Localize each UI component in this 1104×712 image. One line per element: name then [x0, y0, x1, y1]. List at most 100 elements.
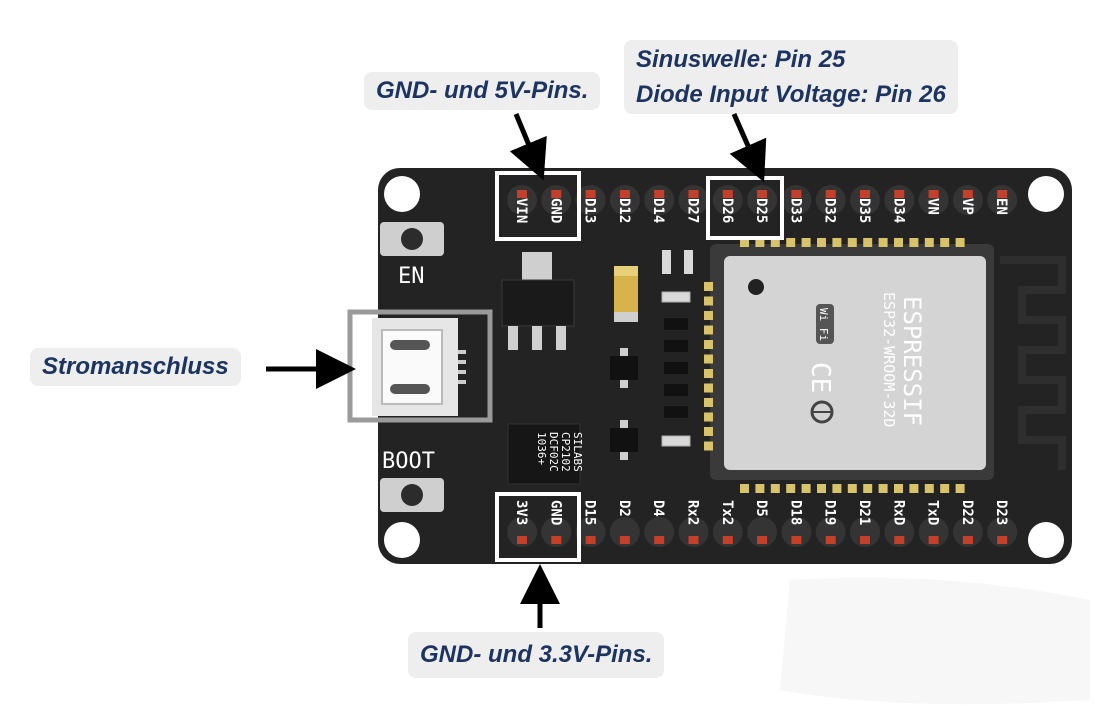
- pin-d5: D5: [747, 500, 778, 547]
- pin-label-d15: D15: [582, 500, 598, 525]
- boot-label: BOOT: [382, 449, 435, 474]
- pin-d12: D12: [609, 185, 640, 223]
- pin-d2: D2: [609, 500, 640, 547]
- pin-label-d33: D33: [787, 198, 803, 223]
- module-model: ESP32-WROOM-32D: [880, 292, 898, 427]
- pin-label-d26: D26: [719, 198, 735, 223]
- chip-label-dcf02c: DCF02C: [547, 432, 560, 472]
- castellation-pad: [940, 484, 950, 493]
- castellation-pad: [909, 238, 919, 247]
- pin-label-d5: D5: [753, 500, 769, 517]
- pin-d35: D35: [850, 185, 880, 223]
- pin-label-d13: D13: [582, 198, 598, 223]
- pin-d18: D18: [781, 500, 812, 547]
- castellation-pad: [704, 282, 713, 291]
- en-label: EN: [398, 264, 425, 289]
- castellation-pad: [704, 311, 713, 320]
- pin-label-vn: VN: [925, 198, 941, 215]
- castellation-pad: [832, 238, 842, 247]
- castellation-pad: [704, 369, 713, 378]
- pin-d27: D27: [678, 185, 709, 223]
- castellation-pad: [894, 484, 903, 493]
- castellation-pad: [940, 238, 950, 247]
- pin-vn: VN: [918, 185, 949, 215]
- castellation-pad: [704, 383, 713, 393]
- castellation-pad: [704, 325, 713, 335]
- pin-label-d32: D32: [822, 198, 838, 223]
- en-button[interactable]: [380, 222, 444, 256]
- pin-d4: D4: [644, 500, 675, 547]
- callout-pin-info: Sinuswelle: Pin 25 Diode Input Voltage: …: [624, 40, 958, 114]
- chip-label-cp2102: CP2102: [559, 432, 572, 472]
- castellation-pad: [847, 238, 857, 247]
- pin-label-d27: D27: [685, 198, 701, 223]
- wifi-badge-text: Wi Fi: [817, 308, 830, 341]
- castellation-pad: [832, 484, 842, 493]
- boot-button[interactable]: [380, 478, 444, 512]
- pin-label-vp: VP: [959, 198, 975, 215]
- pin-d32: D32: [815, 185, 846, 223]
- pin-label-d34: D34: [890, 198, 906, 223]
- pin-tx2: Tx2: [712, 500, 743, 547]
- castellation-pad: [770, 238, 780, 247]
- callout-sine-wave-text: Sinuswelle: Pin 25: [636, 46, 846, 73]
- pin-gnd: GND: [541, 185, 572, 223]
- esp32-wroom-module: [710, 244, 994, 480]
- castellation-pad: [704, 441, 713, 451]
- smd-components: [610, 250, 693, 460]
- pin-label-d14: D14: [650, 198, 666, 223]
- pin-label-txd: TxD: [925, 500, 941, 525]
- castellation-pad: [740, 238, 749, 247]
- callout-gnd-3v3-pins: GND- und 3.3V-Pins.: [408, 632, 665, 678]
- pin-label-d21: D21: [856, 500, 872, 525]
- module-castellations: [704, 238, 965, 493]
- voltage-regulator: [501, 252, 575, 350]
- castellation-pad: [817, 484, 826, 493]
- callout-gnd-3v3-text: GND- und 3.3V-Pins.: [420, 641, 653, 668]
- pin-label-d2: D2: [616, 500, 632, 517]
- castellation-pad: [704, 398, 713, 407]
- pin-label-3v3: 3V3: [513, 500, 529, 525]
- chip-label-1036: 1036+: [535, 432, 548, 465]
- pin-label-d12: D12: [616, 198, 632, 223]
- castellation-pad: [740, 484, 749, 493]
- callout-gnd-5v-text: GND- und 5V-Pins.: [376, 77, 589, 104]
- castellation-pad: [704, 354, 713, 364]
- arrow-pin-info: [729, 112, 767, 183]
- pin-d34: D34: [884, 185, 915, 223]
- pin-d33: D33: [781, 185, 812, 223]
- castellation-pad: [704, 340, 713, 349]
- castellation-pad: [955, 238, 965, 247]
- pin-d25: D25: [747, 185, 778, 223]
- mounting-hole-top-left: [384, 176, 420, 212]
- pin-label-en: EN: [993, 198, 1009, 215]
- pin-rx2: Rx2: [678, 500, 709, 547]
- pin-d15: D15: [575, 500, 606, 547]
- castellation-pad: [878, 238, 888, 247]
- callout-power-connector-text: Stromanschluss: [42, 353, 229, 380]
- tantalum-capacitor: [614, 266, 638, 322]
- callout-gnd-5v-pins: GND- und 5V-Pins.: [364, 72, 601, 110]
- castellation-pad: [863, 238, 873, 247]
- pin-en: EN: [987, 185, 1018, 215]
- castellation-pad: [704, 296, 713, 306]
- castellation-pad: [847, 484, 857, 493]
- castellation-pad: [924, 238, 934, 247]
- pin-3v3: 3V3: [507, 500, 537, 547]
- callout-diode-voltage-text: Diode Input Voltage: Pin 26: [636, 81, 946, 108]
- pin-label-d23: D23: [993, 500, 1009, 525]
- castellation-pad: [755, 484, 765, 493]
- wifi-badge: Wi Fi: [816, 304, 834, 344]
- pin-vp: VP: [952, 185, 983, 215]
- micro-usb-connector: [372, 318, 466, 416]
- castellation-pad: [704, 427, 713, 436]
- castellation-pad: [786, 238, 796, 247]
- castellation-pad: [801, 238, 811, 247]
- castellation-pad: [878, 484, 888, 493]
- mounting-hole-top-right: [1028, 176, 1064, 212]
- pin-label-d25: D25: [753, 198, 769, 223]
- castellation-pad: [924, 484, 934, 493]
- callout-power-connector: Stromanschluss: [30, 348, 241, 386]
